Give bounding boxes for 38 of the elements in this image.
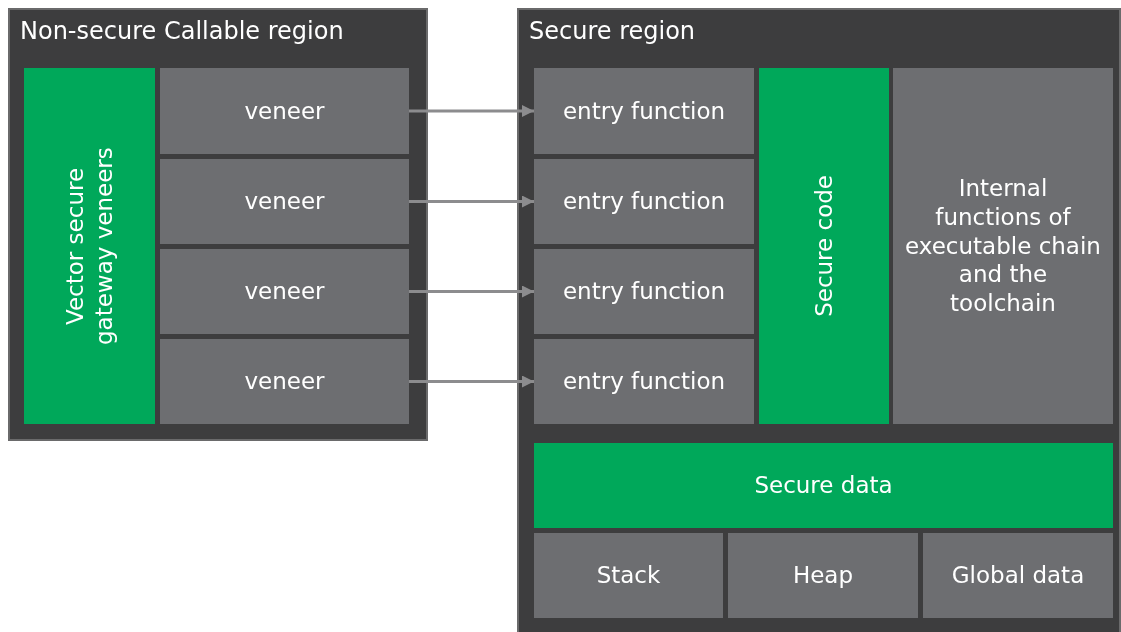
arrow xyxy=(409,195,534,208)
block-label: Heap xyxy=(792,561,854,590)
memory-block xyxy=(893,68,1113,424)
block-label: Secure data xyxy=(754,471,893,500)
region-title: Non-secure Callable region xyxy=(20,16,344,46)
memory-block xyxy=(534,339,754,424)
block-label: veneer xyxy=(244,277,325,306)
arrow xyxy=(409,285,534,298)
block-label: Global data xyxy=(951,561,1085,590)
memory-block xyxy=(534,249,754,334)
memory-block xyxy=(759,68,889,424)
region-title: Secure region xyxy=(529,16,696,46)
block-label: veneer xyxy=(244,96,325,126)
memory-block xyxy=(534,68,754,154)
memory-block xyxy=(24,68,155,424)
memory-block xyxy=(534,533,723,618)
memory-block xyxy=(160,339,409,424)
block-label: Stack xyxy=(596,561,661,590)
region-panel xyxy=(8,8,428,441)
block-label: Secure code xyxy=(809,175,838,317)
block-label: entry function xyxy=(562,277,726,306)
region-panel xyxy=(517,8,1121,632)
memory-block xyxy=(160,68,409,154)
block-label: Internal functions of executable chain and the toolchain xyxy=(904,174,1102,318)
memory-block xyxy=(923,533,1113,618)
block-label: Vector secure gateway veneers xyxy=(60,146,118,347)
arrow xyxy=(409,105,534,117)
block-label: entry function xyxy=(562,187,726,216)
memory-block xyxy=(160,249,409,334)
memory-block xyxy=(534,159,754,244)
block-label: veneer xyxy=(244,367,325,396)
block-label: entry function xyxy=(562,367,726,396)
arrow xyxy=(409,375,534,388)
memory-block xyxy=(534,443,1113,528)
block-label: veneer xyxy=(244,187,325,216)
memory-block xyxy=(728,533,918,618)
block-label: entry function xyxy=(562,96,726,126)
memory-block xyxy=(160,159,409,244)
